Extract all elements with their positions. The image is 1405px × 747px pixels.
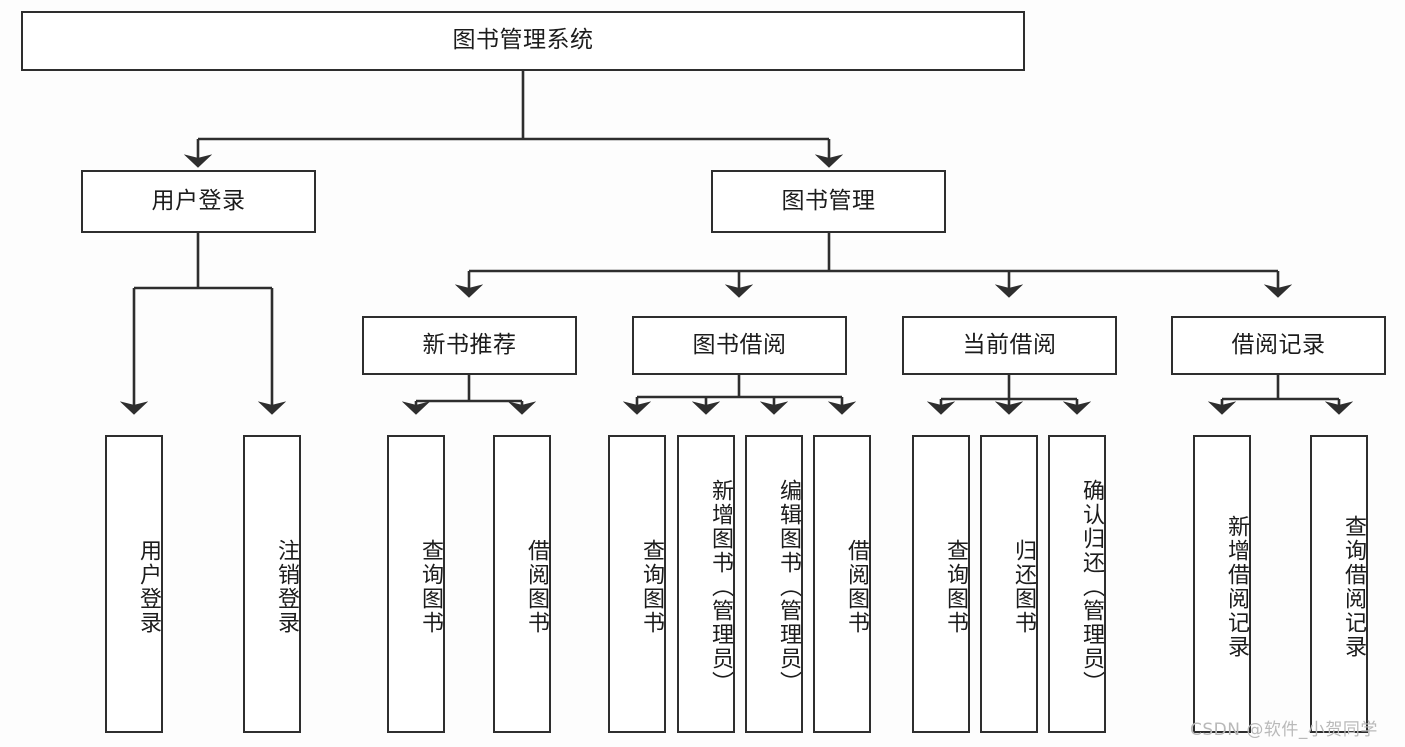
- leaf-return-book-label: 归还图书: [1011, 539, 1036, 635]
- leaf-add-record[interactable]: 新增借阅记录: [1193, 435, 1251, 733]
- leaf-query-book-1[interactable]: 查询图书: [387, 435, 445, 733]
- leaf-query-book-2-label: 查询图书: [639, 539, 664, 635]
- leaf-add-book[interactable]: 新增图书（管理员）: [677, 435, 735, 733]
- leaf-query-record-label: 查询借阅记录: [1341, 515, 1366, 659]
- leaf-borrow-book-1[interactable]: 借阅图书: [493, 435, 551, 733]
- node-current-borrow[interactable]: 当前借阅: [902, 316, 1117, 375]
- leaf-borrow-book-1-label: 借阅图书: [524, 539, 549, 635]
- leaf-query-book-1-label: 查询图书: [418, 539, 443, 635]
- leaf-return-book[interactable]: 归还图书: [980, 435, 1038, 733]
- leaf-edit-book[interactable]: 编辑图书（管理员）: [745, 435, 803, 733]
- leaf-logout[interactable]: 注销登录: [243, 435, 301, 733]
- node-root[interactable]: 图书管理系统: [21, 11, 1025, 71]
- leaf-edit-book-label: 编辑图书（管理员）: [776, 479, 801, 695]
- leaf-user-login-label: 用户登录: [136, 539, 161, 635]
- leaf-borrow-book-2-label: 借阅图书: [844, 539, 869, 635]
- node-book-borrow-label: 图书借阅: [692, 331, 787, 358]
- node-book-manage[interactable]: 图书管理: [711, 170, 946, 233]
- leaf-user-login[interactable]: 用户登录: [105, 435, 163, 733]
- leaf-logout-label: 注销登录: [274, 539, 299, 635]
- node-root-label: 图书管理系统: [452, 27, 594, 54]
- node-borrow-record-label: 借阅记录: [1231, 331, 1326, 358]
- node-book-manage-label: 图书管理: [781, 187, 876, 214]
- leaf-query-book-3-label: 查询图书: [943, 539, 968, 635]
- leaf-add-record-label: 新增借阅记录: [1224, 515, 1249, 659]
- leaf-confirm-return-label: 确认归还（管理员）: [1079, 479, 1104, 695]
- leaf-query-book-2[interactable]: 查询图书: [608, 435, 666, 733]
- leaf-borrow-book-2[interactable]: 借阅图书: [813, 435, 871, 733]
- node-new-book-recommend-label: 新书推荐: [422, 331, 517, 358]
- node-user-login[interactable]: 用户登录: [81, 170, 316, 233]
- node-new-book-recommend[interactable]: 新书推荐: [362, 316, 577, 375]
- node-borrow-record[interactable]: 借阅记录: [1171, 316, 1386, 375]
- node-book-borrow[interactable]: 图书借阅: [632, 316, 847, 375]
- node-user-login-label: 用户登录: [151, 187, 246, 214]
- leaf-query-book-3[interactable]: 查询图书: [912, 435, 970, 733]
- leaf-add-book-label: 新增图书（管理员）: [708, 479, 733, 695]
- leaf-query-record[interactable]: 查询借阅记录: [1310, 435, 1368, 733]
- leaf-confirm-return[interactable]: 确认归还（管理员）: [1048, 435, 1106, 733]
- node-current-borrow-label: 当前借阅: [962, 331, 1057, 358]
